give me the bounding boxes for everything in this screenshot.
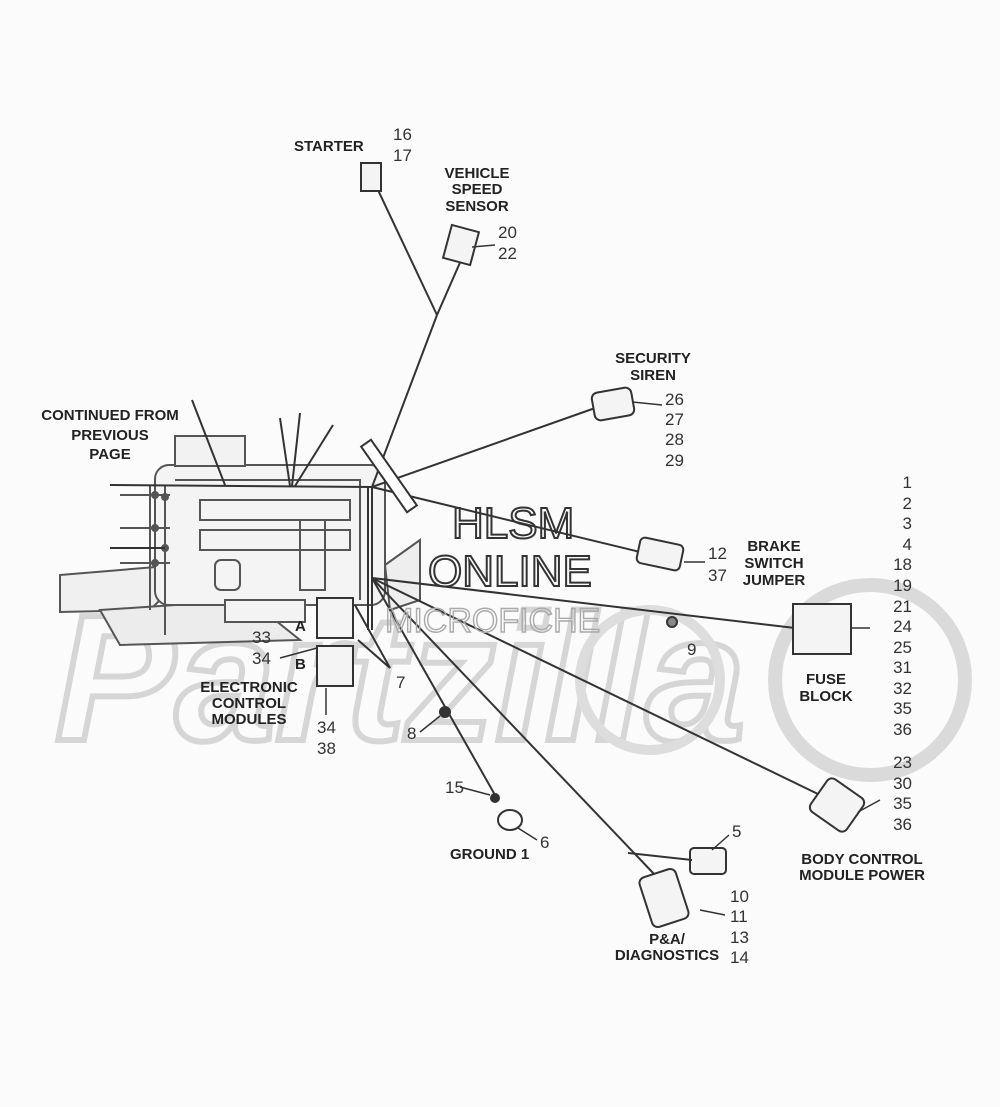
label-brake-3: JUMPER: [743, 572, 806, 589]
callout-34b: 34: [317, 718, 336, 737]
callout-8: 8: [407, 724, 416, 743]
callout-20: 20: [498, 223, 517, 242]
label-pa-2: DIAGNOSTICS: [615, 947, 719, 964]
watermark-line2: ONLINE: [428, 547, 592, 596]
label-bcm-2: MODULE POWER: [799, 867, 925, 884]
callout-25: 25: [893, 638, 912, 657]
label-siren-2: SIREN: [630, 367, 676, 384]
label-fuse-2: BLOCK: [799, 688, 852, 705]
callout-13: 13: [730, 928, 749, 947]
callout-24: 24: [893, 617, 912, 636]
callout-35: 35: [893, 699, 912, 718]
leader-lines: [279, 244, 881, 916]
harness-sleeve: [359, 438, 419, 514]
callout-12: 12: [708, 544, 727, 563]
label-ecm-2: CONTROL: [212, 695, 286, 712]
callout-31: 31: [893, 658, 912, 677]
watermark-line3: MICROFICHE: [385, 602, 600, 640]
diag-wire: [627, 852, 693, 861]
callout-28: 28: [665, 430, 684, 449]
label-continued-3: PAGE: [89, 446, 130, 463]
callout-14: 14: [730, 948, 749, 967]
label-continued-1: CONTINUED FROM: [41, 407, 179, 424]
callout-29: 29: [665, 451, 684, 470]
callout-9: 9: [687, 640, 696, 659]
connectors: [316, 162, 866, 929]
callout-36: 36: [893, 720, 912, 739]
ecm-b-connector: [316, 645, 354, 687]
pa-connector: [638, 867, 690, 929]
label-ecm-a: A: [295, 618, 306, 635]
watermark-wheel-icon: [768, 578, 972, 782]
callout-7: 7: [396, 673, 405, 692]
watermark-line1: HLSM: [452, 499, 574, 548]
clip-8: [439, 706, 451, 718]
callout-22: 22: [498, 244, 517, 263]
label-starter: STARTER: [294, 138, 364, 155]
diag-connector: [689, 847, 727, 875]
label-bcm-1: BODY CONTROL: [801, 851, 922, 868]
label-ecm-3: MODULES: [212, 711, 287, 728]
frame-drawing: [59, 435, 421, 647]
callout-2: 2: [903, 494, 912, 513]
brake-connector: [635, 536, 685, 572]
callout-17: 17: [393, 146, 412, 165]
callout-1: 1: [903, 473, 912, 492]
callout-30: 30: [893, 774, 912, 793]
callout-37: 37: [708, 566, 727, 585]
starter-connector: [360, 162, 382, 192]
label-continued-2: PREVIOUS: [71, 427, 149, 444]
label-vss-3: SENSOR: [445, 198, 509, 215]
label-vss-1: VEHICLE: [444, 165, 509, 182]
siren-connector: [590, 386, 636, 422]
callout-33: 33: [252, 628, 271, 647]
callout-11: 11: [730, 907, 748, 926]
callout-10: 10: [730, 887, 749, 906]
callout-27: 27: [665, 410, 684, 429]
watermark-text: HLSM ONLINE MICROFICHE: [384, 498, 601, 641]
label-siren-1: SECURITY: [615, 350, 691, 367]
callout-18: 18: [893, 555, 912, 574]
callout-5: 5: [732, 822, 741, 841]
label-fuse-1: FUSE: [806, 671, 846, 688]
callout-23: 23: [893, 753, 912, 772]
label-ecm-b: B: [295, 656, 306, 673]
fuse-callouts: 1 2 3 4 18 19 21 24 25 31 32 35 36: [893, 473, 912, 739]
callout-35b: 35: [893, 794, 912, 813]
clip-9: [666, 616, 678, 628]
label-ecm-1: ELECTRONIC: [200, 679, 298, 696]
callout-38: 38: [317, 739, 336, 758]
ground-lug: [490, 793, 500, 803]
callout-34: 34: [252, 649, 271, 668]
ecm-a-connector: [316, 597, 354, 639]
label-vss-2: SPEED: [452, 181, 503, 198]
label-ground: GROUND 1: [450, 846, 529, 863]
callout-6: 6: [540, 833, 549, 852]
callout-36b: 36: [893, 815, 912, 834]
bcm-connector: [808, 777, 866, 833]
vss-connector: [441, 223, 481, 267]
label-brake-1: BRAKE: [747, 538, 800, 555]
ground-ring: [497, 809, 523, 831]
fuse-block: [792, 603, 852, 655]
label-pa-1: P&A/: [649, 931, 686, 948]
callout-32: 32: [893, 679, 912, 698]
harness-wires: [109, 189, 821, 876]
callout-15: 15: [445, 778, 464, 797]
callout-16: 16: [393, 125, 412, 144]
label-brake-2: SWITCH: [744, 555, 803, 572]
callout-19: 19: [893, 576, 912, 595]
callout-26: 26: [665, 390, 684, 409]
callout-4: 4: [903, 535, 912, 554]
callout-21: 21: [893, 597, 912, 616]
callout-3: 3: [903, 514, 912, 533]
